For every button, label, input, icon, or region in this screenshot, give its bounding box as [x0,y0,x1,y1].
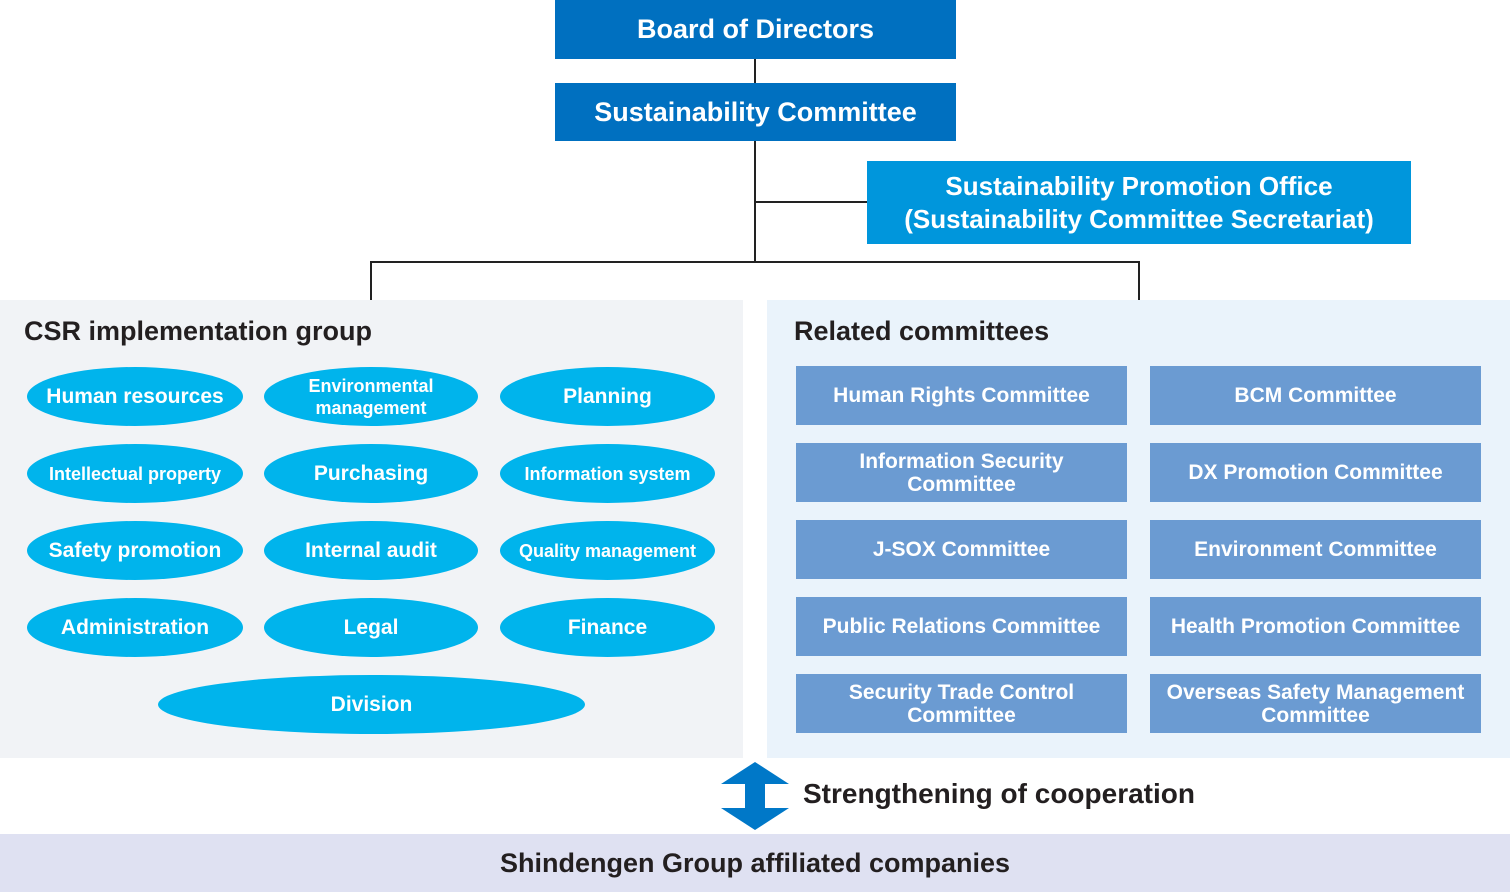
committee-j-sox: J-SOX Committee [796,520,1127,579]
csr-item-safety-promotion: Safety promotion [27,521,243,580]
csr-item-purchasing: Purchasing [264,444,478,503]
committee-dx-promotion: DX Promotion Committee [1150,443,1481,502]
csr-item-information-system: Information system [500,444,715,503]
csr-item-internal-audit: Internal audit [264,521,478,580]
committee-information-security: Information Security Committee [796,443,1127,502]
csr-item-human-resources: Human resources [27,367,243,426]
csr-item-administration: Administration [27,598,243,657]
committee-health-promotion: Health Promotion Committee [1150,597,1481,656]
csr-item-planning: Planning [500,367,715,426]
committee-security-trade-control: Security Trade Control Committee [796,674,1127,733]
office-title: Sustainability Promotion Office [945,170,1333,201]
affiliated-companies-bar: Shindengen Group affiliated companies [0,834,1510,892]
cooperation-label: Strengthening of cooperation [803,778,1195,809]
csr-item-legal: Legal [264,598,478,657]
committee-human-rights: Human Rights Committee [796,366,1127,425]
committee-information-security-label: Information Security Committee [859,449,1064,496]
connector-left-drop [370,261,372,301]
csr-item-intellectual-property: Intellectual property [27,444,243,503]
csr-item-finance: Finance [500,598,715,657]
connector-horizontal-split [370,261,1140,263]
related-committees-title: Related committees [794,316,1050,346]
committee-bcm: BCM Committee [1150,366,1481,425]
csr-item-division: Division [158,675,585,734]
board-of-directors-box: Board of Directors [555,0,956,59]
committee-overseas-safety-management: Overseas Safety Management Committee [1150,674,1481,733]
office-subtitle: (Sustainability Committee Secretariat) [904,203,1374,234]
csr-item-environmental-management-label: Environmental management [308,375,434,418]
sustainability-committee-box: Sustainability Committee [555,83,956,141]
csr-group-title: CSR implementation group [24,316,373,346]
connector-to-office [754,201,868,203]
csr-item-environmental-management: Environmental management [264,367,478,426]
double-arrow-icon [721,762,789,830]
committee-security-trade-control-label: Security Trade Control Committee [848,680,1075,727]
connector-board-committee [754,58,756,84]
csr-item-quality-management: Quality management [500,521,715,580]
connector-right-drop [1138,261,1140,301]
sustainability-promotion-office-box: Sustainability Promotion Office (Sustain… [867,161,1411,244]
committee-public-relations: Public Relations Committee [796,597,1127,656]
committee-overseas-safety-management-label: Overseas Safety Management Committee [1166,680,1465,727]
committee-environment: Environment Committee [1150,520,1481,579]
